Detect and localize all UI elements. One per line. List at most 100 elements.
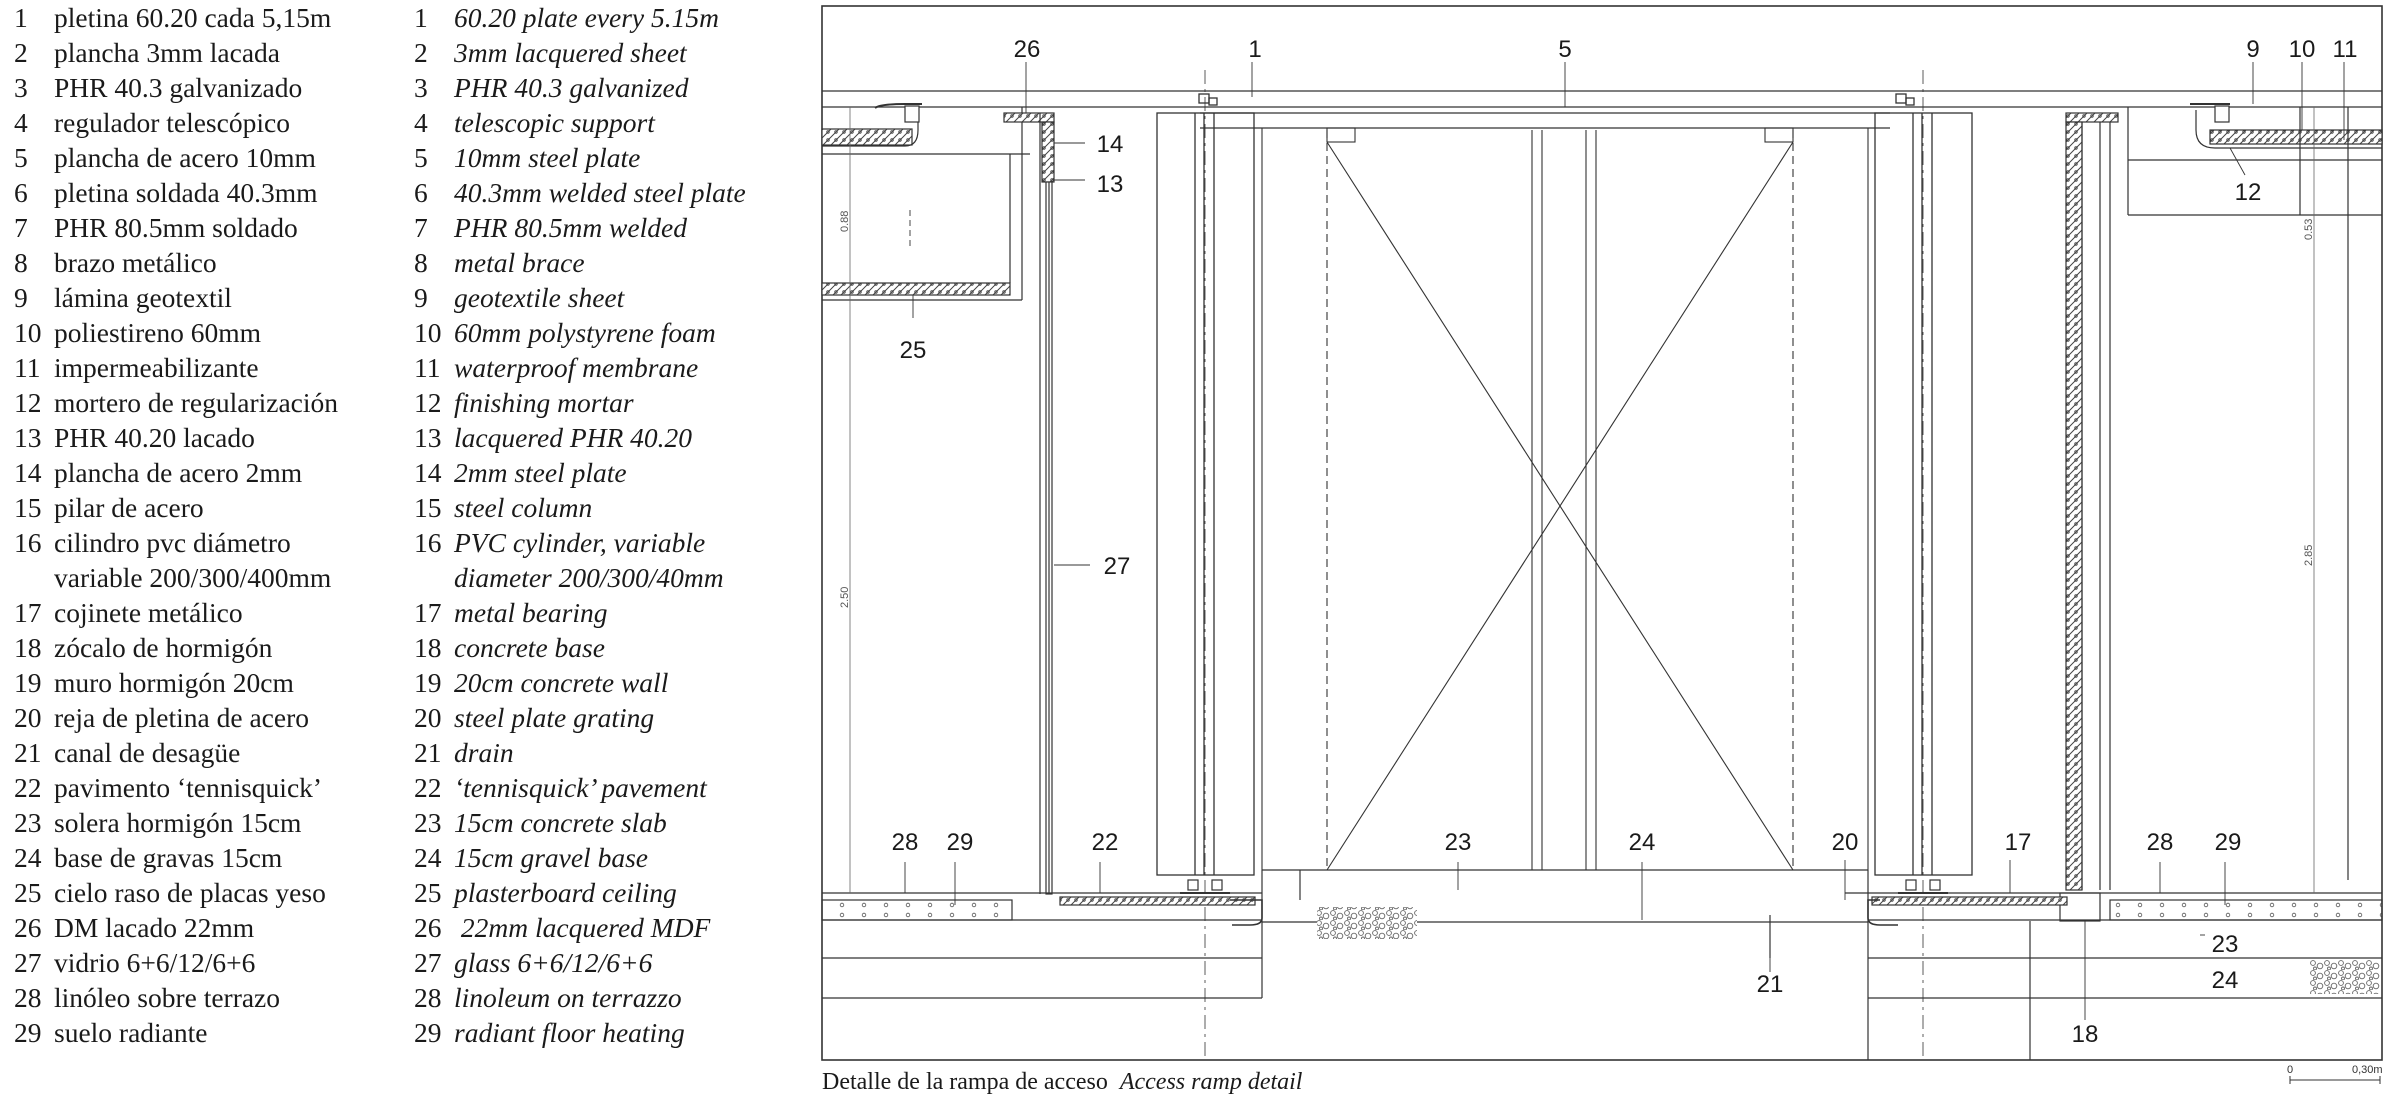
legend-item: 24 15cm gravel base [414,840,784,875]
legend-item-text: brazo metálico [54,247,217,278]
legend-item: 8 brazo metálico [14,245,384,280]
legend-item-text: base de gravas 15cm [54,842,283,873]
legend-item-number: 21 [14,737,42,768]
callout-23-center: 23 [1445,829,1472,856]
legend-item: 9 geotextile sheet [414,280,784,315]
legend-item-text: canal de desagüe [54,737,241,768]
callout-17: 17 [2005,829,2032,856]
legend-item-text: metal bearing [454,597,608,628]
scale-end-label: 0,30m [2352,1064,2383,1076]
legend-item-text: 60mm polystyrene foam [454,317,716,348]
legend-item-number: 20 [14,702,42,733]
legend-item-number: 6 [414,177,428,208]
legend-item-text: 20cm concrete wall [454,667,669,698]
legend-item-number: 19 [14,667,42,698]
legend-item-text: PHR 40.3 galvanized [454,72,689,103]
legend-item-text: PVC cylinder, variable [454,527,706,558]
legend-item-text: 22mm lacquered MDF [454,912,711,943]
legend-item-number: 11 [414,352,441,383]
legend-item-text: cojinete metálico [54,597,243,628]
dimension-053: 0.53 [2303,219,2315,240]
legend-item-number: 5 [414,142,428,173]
dimension-lines [849,107,2315,893]
floor-layers [821,869,2383,1060]
legend-item-number: 25 [14,877,42,908]
legend-item: 28 linóleo sobre terrazo [14,980,384,1015]
legend-item-number: 7 [414,212,428,243]
legend-item-text: glass 6+6/12/6+6 [454,947,653,978]
legend-item-text: telescopic support [454,107,655,138]
legend-item-number: 28 [14,982,42,1013]
callout-10: 10 [2289,36,2316,63]
legend-item-text: plancha de acero 2mm [54,457,303,488]
legend-item: 17 cojinete metálico [14,595,384,630]
steel-column-right [1874,70,1973,1060]
callout-12: 12 [2235,179,2262,206]
legend-item-number: 10 [414,317,442,348]
roof-buildup-left [821,103,1030,300]
legend-item-number: 12 [414,387,442,418]
legend-item: diameter 200/300/40mm [414,560,784,595]
legend-item-number: 17 [14,597,42,628]
legend-item-number: 13 [414,422,442,453]
legend-item-text: variable 200/300/400mm [54,562,332,593]
legend-item-number: 8 [14,247,28,278]
wall-right [2065,107,2382,891]
legend-item-text: 15cm gravel base [454,842,648,873]
callout-25: 25 [900,337,927,364]
legend-item-text: ‘tennisquick’ pavement [454,772,707,803]
legend-item-text: pavimento ‘tennisquick’ [54,772,323,803]
legend-item: variable 200/300/400mm [14,560,384,595]
drawing-frame [821,5,2383,1061]
legend-item: 27 glass 6+6/12/6+6 [414,945,784,980]
legend-item-number: 9 [14,282,28,313]
callout-21: 21 [1757,971,1784,998]
legend-item-number: 29 [414,1017,442,1048]
legend-item: 22 pavimento ‘tennisquick’ [14,770,384,805]
legend-item-number: 18 [414,632,442,663]
legend-item-text: geotextile sheet [454,282,625,313]
callout-24-center: 24 [1629,829,1656,856]
legend-item-number: 19 [414,667,442,698]
legend-item-number: 22 [14,772,42,803]
legend-item-number: 9 [414,282,428,313]
legend-item-number: 8 [414,247,428,278]
legend-item-text: linóleo sobre terrazo [54,982,281,1013]
legend-item-number: 23 [14,807,42,838]
legend-item-number: 21 [414,737,442,768]
legend-item-number: 11 [14,352,41,383]
legend-item-number: 27 [414,947,442,978]
legend-item-text: steel plate grating [454,702,655,733]
callout-1: 1 [1248,36,1261,63]
legend-item-number: 25 [414,877,442,908]
legend-item-text: concrete base [454,632,605,663]
legend-item-text: 2mm steel plate [454,457,627,488]
legend-item-text: 3mm lacquered sheet [454,37,687,68]
legend-item-text: linoleum on terrazzo [454,982,682,1013]
legend-item-number: 26 [414,912,442,943]
legend-item-number: 24 [414,842,442,873]
callout-28-left: 28 [892,829,919,856]
legend-item-number: 13 [14,422,42,453]
